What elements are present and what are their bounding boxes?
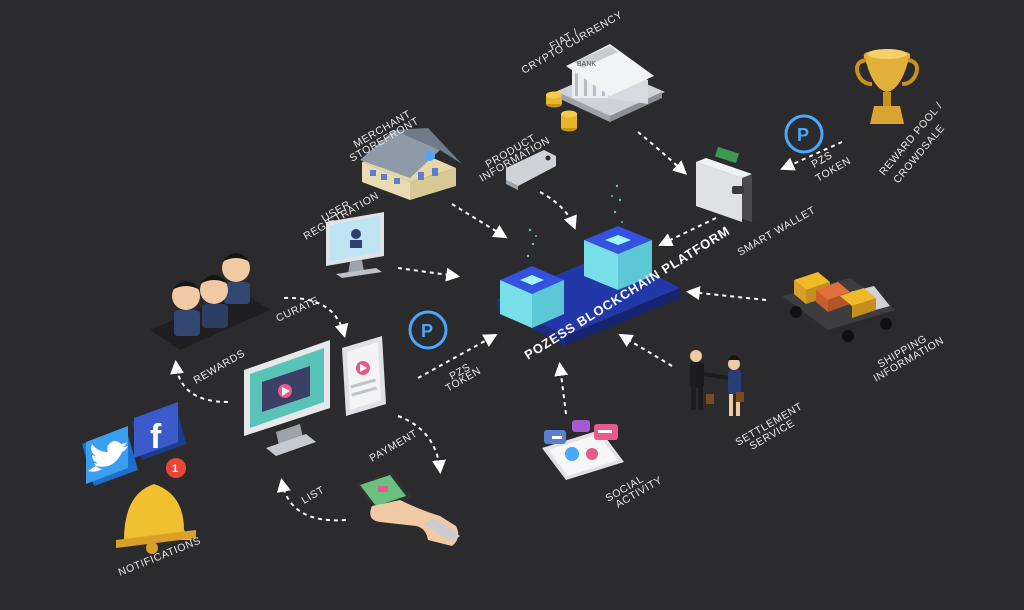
bank-sign: BANK xyxy=(577,61,596,68)
coin-stack-icon xyxy=(546,91,577,132)
payment-label: PAYMENT xyxy=(368,428,420,465)
svg-text:P: P xyxy=(797,125,809,145)
wallet-icon xyxy=(696,146,766,222)
blockchain-platform: POZESS BLOCKCHAIN PLATFORM xyxy=(497,184,733,363)
pzs-token-top-icon: P xyxy=(784,114,824,154)
twitter-icon xyxy=(82,426,138,486)
trophy-icon xyxy=(855,49,919,124)
bank-icon: BANK xyxy=(555,44,665,122)
facebook-icon: f xyxy=(132,402,186,460)
delivery-van-icon xyxy=(782,272,896,342)
payment-hand-icon xyxy=(356,472,460,546)
curate-label: CURATE xyxy=(274,294,321,324)
svg-text:f: f xyxy=(150,418,162,456)
registration-monitor-icon xyxy=(326,212,384,278)
price-tag-icon xyxy=(506,150,556,190)
settlement-people-icon xyxy=(690,350,744,416)
notification-badge: 1 xyxy=(172,463,178,475)
flow-arrows xyxy=(170,131,843,522)
list-label: LIST xyxy=(300,484,327,507)
notification-bell-icon: 1 xyxy=(116,458,196,554)
desktop-monitor-icon xyxy=(244,340,330,456)
users-group-icon xyxy=(150,253,270,350)
svg-text:P: P xyxy=(421,321,433,341)
social-phone-icon xyxy=(542,420,624,480)
pzs-token-left-icon: P xyxy=(408,310,448,350)
rewards-label: REWARDS xyxy=(192,347,248,386)
tablet-icon xyxy=(342,336,386,416)
storefront-icon xyxy=(360,128,462,200)
